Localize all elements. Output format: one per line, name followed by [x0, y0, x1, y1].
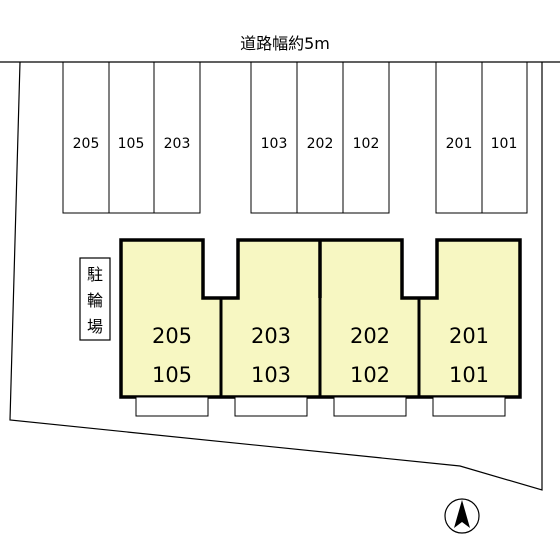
- parking-slot-label: 205: [73, 136, 100, 152]
- unit-label-lower: 105: [152, 363, 192, 387]
- parking-group-west: 205 105 203: [62, 61, 201, 214]
- bicycle-parking-label-char: 駐: [87, 265, 103, 284]
- bicycle-parking-label-char: 輪: [87, 291, 103, 310]
- parking-slot: [153, 61, 201, 214]
- unit-label-lower: 101: [449, 363, 489, 387]
- property-boundary: [9, 61, 543, 491]
- unit-label-lower: 102: [350, 363, 390, 387]
- unit-label-upper: 205: [152, 324, 192, 348]
- unit-label-upper: 202: [350, 324, 390, 348]
- parking-group-east: 201 101: [435, 61, 528, 214]
- parking-slot: [342, 61, 390, 214]
- parking-slot: [481, 61, 528, 214]
- parking-group-middle: 103 202 102: [250, 61, 390, 214]
- balconies: [135, 396, 506, 417]
- parking-slot-label: 201: [446, 136, 473, 152]
- unit-label-lower: 103: [251, 363, 291, 387]
- unit-label-upper: 203: [251, 324, 291, 348]
- road-label: 道路幅約5m: [240, 34, 330, 53]
- parking-slot-label: 203: [164, 136, 191, 152]
- balcony: [432, 396, 506, 417]
- unit-label-upper: 201: [449, 324, 489, 348]
- bicycle-parking-label-char: 場: [87, 317, 103, 336]
- balcony: [135, 396, 209, 417]
- north-arrow-icon: [444, 498, 480, 534]
- balcony: [333, 396, 407, 417]
- balcony: [234, 396, 308, 417]
- parking-slot-label: 101: [491, 136, 518, 152]
- parking-slot-label: 102: [353, 136, 380, 152]
- bicycle-parking: 駐 輪 場: [79, 257, 111, 341]
- parking-slot-label: 202: [307, 136, 334, 152]
- building: 205 105 203 103 202 102 201 101: [119, 238, 522, 399]
- parking-slot-label: 105: [118, 136, 145, 152]
- parking-slot-label: 103: [261, 136, 288, 152]
